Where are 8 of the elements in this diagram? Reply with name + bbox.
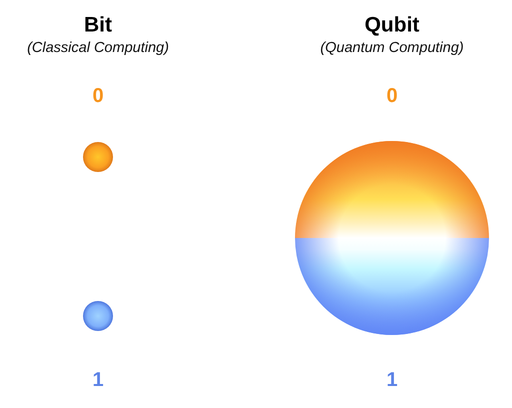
column-subtitle: (Quantum Computing) [320, 40, 464, 56]
state-label: 0 [92, 86, 104, 106]
state-label: 1 [92, 370, 104, 390]
state-label: 1 [386, 370, 398, 390]
state-label: 0 [386, 86, 398, 106]
column-subtitle: (Classical Computing) [27, 40, 169, 56]
column-heading: Bit [84, 14, 112, 36]
column-heading: Qubit [364, 14, 420, 36]
